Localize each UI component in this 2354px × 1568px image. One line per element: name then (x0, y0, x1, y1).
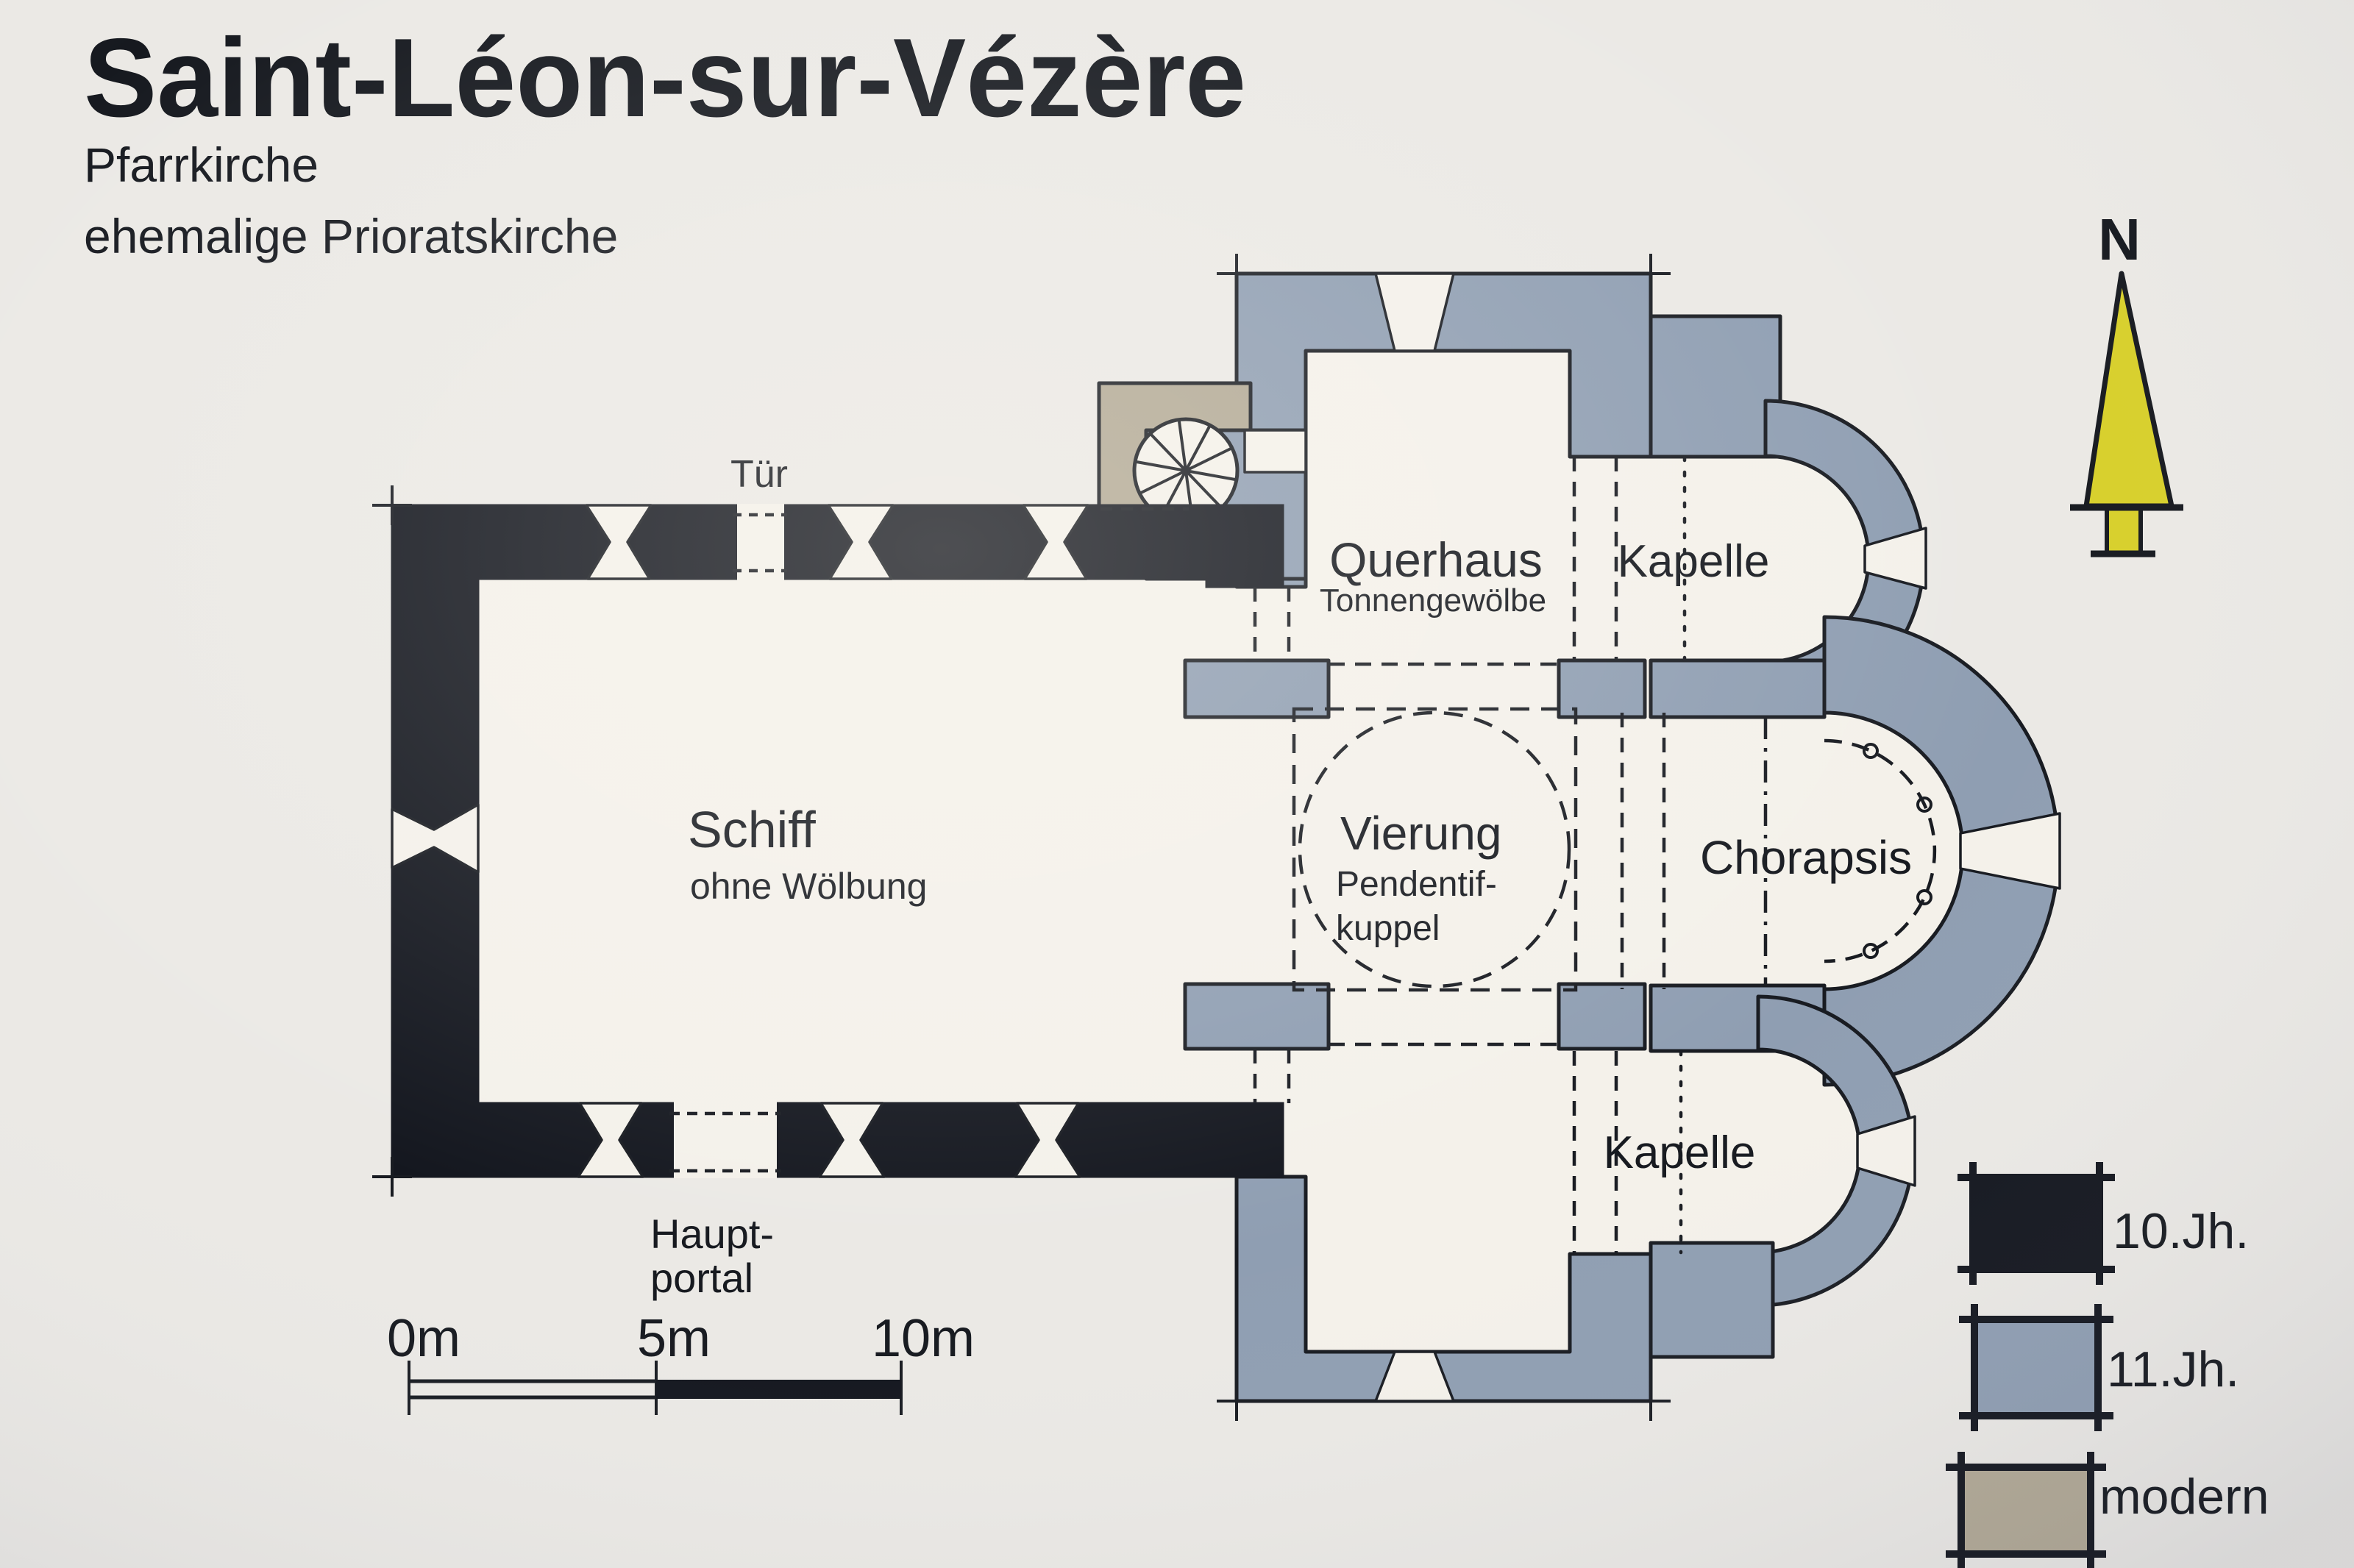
scale-10m: 10m (872, 1309, 975, 1368)
legend-swatch-11jh (1974, 1319, 2098, 1416)
door-gap (737, 504, 784, 580)
label-querhaus: Querhaus (1329, 532, 1543, 587)
crossing-pier-se (1557, 982, 1647, 1051)
label-querhaus-sub: Tonnengewölbe (1320, 582, 1546, 619)
scale-bar-solid-segment (656, 1380, 901, 1399)
north-label: N (2098, 207, 2141, 272)
label-kapelle-sued: Kapelle (1604, 1127, 1756, 1178)
legend-label-10jh: 10.Jh. (2113, 1203, 2249, 1259)
south-chapel-south-wall (1649, 1241, 1775, 1359)
label-vierung-sub2: kuppel (1336, 909, 1440, 948)
label-schiff: Schiff (688, 801, 816, 858)
page-title: Saint-Léon-sur-Vézère (84, 15, 1246, 140)
subtitle-1: Pfarrkirche (84, 138, 319, 192)
north-arrow-stem (2105, 504, 2143, 555)
legend-swatch-10jh (1973, 1177, 2099, 1269)
north-chapel-north-wall (1649, 314, 1782, 459)
label-kapelle-nord: Kapelle (1618, 536, 1770, 587)
label-schiff-sub: ohne Wölbung (690, 866, 927, 907)
label-hauptportal-2: portal (650, 1255, 753, 1301)
nave-northeast-pier (1205, 504, 1284, 588)
choir-north-wall (1649, 658, 1827, 719)
crossing-pier-ne (1557, 658, 1647, 719)
label-vierung: Vierung (1340, 807, 1501, 860)
legend-label-11jh: 11.Jh. (2107, 1341, 2239, 1397)
label-chorapsis: Chorapsis (1700, 831, 1912, 884)
subtitle-2: ehemalige Prioratskirche (84, 209, 618, 263)
legend-label-modern: modern (2099, 1469, 2269, 1525)
legend-swatch-modern (1961, 1467, 2091, 1554)
transept-wall-niche (1243, 429, 1307, 474)
stair-newel (1181, 466, 1190, 475)
scale-5m: 5m (637, 1309, 711, 1368)
scale-0m: 0m (387, 1309, 461, 1368)
label-vierung-sub1: Pendentif- (1336, 865, 1497, 904)
label-tuer: Tür (730, 453, 788, 496)
label-hauptportal-1: Haupt- (650, 1211, 774, 1257)
crossing-pier-sw (1183, 982, 1331, 1051)
